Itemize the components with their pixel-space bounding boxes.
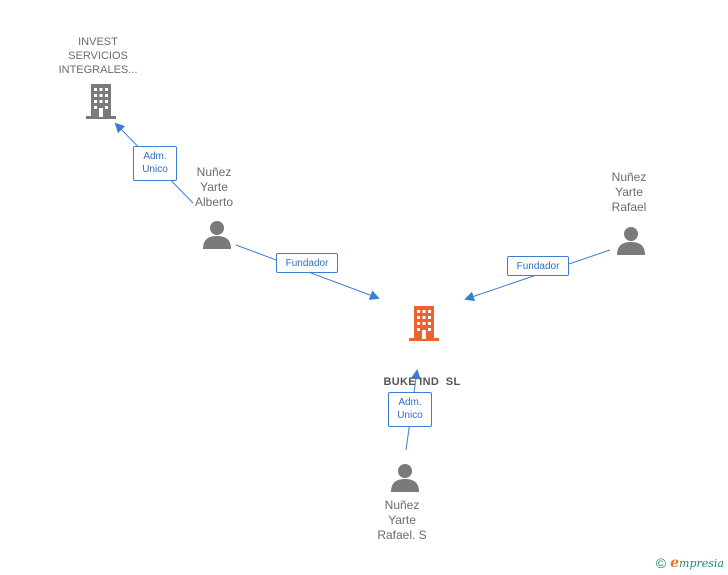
edge-label-adm-invest[interactable]: Adm. Unico xyxy=(133,146,177,181)
footer-brand: © empresia xyxy=(656,555,724,571)
node-label-rafael-s[interactable]: Nuñez Yarte Rafael. S xyxy=(377,498,427,542)
node-label-invest[interactable]: INVEST SERVICIOS INTEGRALES... xyxy=(58,36,138,76)
building-icon-main[interactable] xyxy=(409,306,439,341)
node-label-rafael[interactable]: Nuñez Yarte Rafael xyxy=(611,170,647,214)
copyright-icon: © xyxy=(655,555,667,571)
node-label-buke[interactable]: BUKE IND SL xyxy=(383,376,461,388)
person-icon-rafael[interactable] xyxy=(617,227,645,255)
brand-logo[interactable]: empresia xyxy=(670,555,724,571)
person-icon-alberto[interactable] xyxy=(203,221,231,249)
building-icon[interactable] xyxy=(86,84,116,119)
edge-label-fund-alberto[interactable]: Fundador xyxy=(276,253,338,273)
person-icon-rafael-s[interactable] xyxy=(391,464,419,492)
edge-label-fund-rafael[interactable]: Fundador xyxy=(507,256,569,276)
node-label-alberto[interactable]: Nuñez Yarte Alberto xyxy=(194,165,234,209)
edge-label-adm-buke[interactable]: Adm. Unico xyxy=(388,392,432,427)
